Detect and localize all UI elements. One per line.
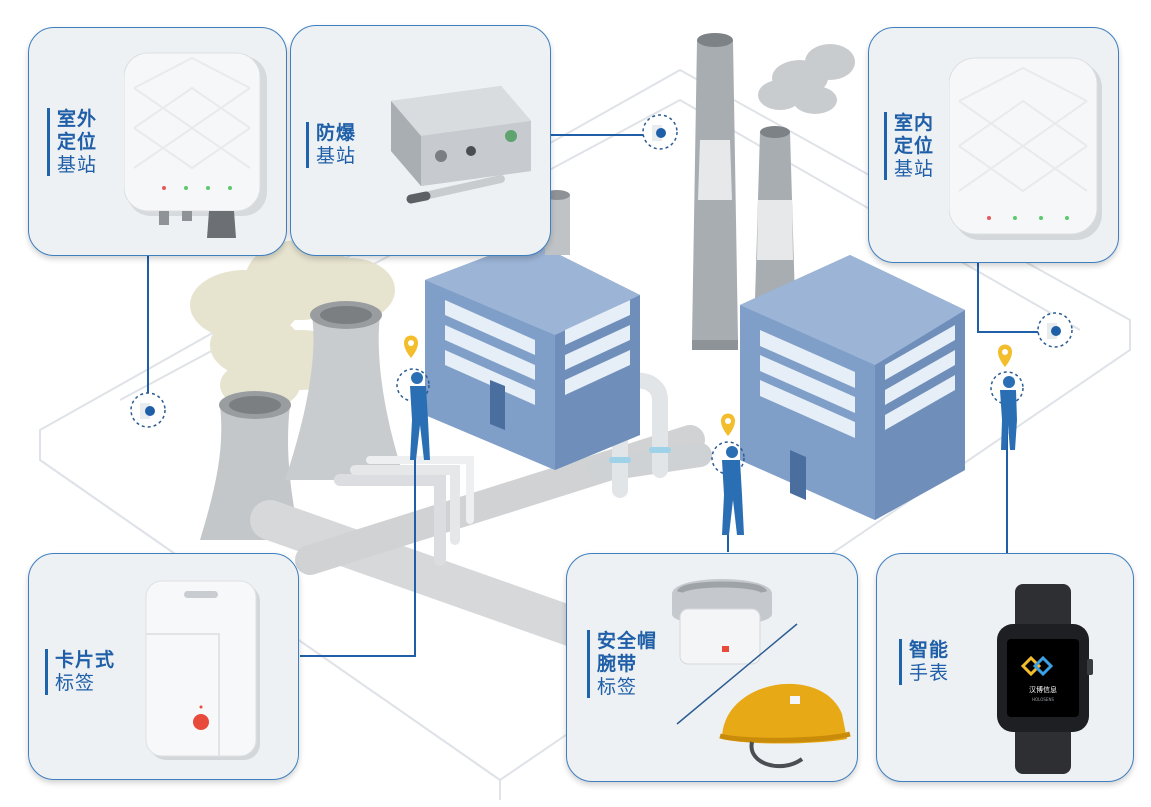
indoor-station-device-image [949,57,1102,240]
chimney-short [755,126,795,300]
station-marker-outdoor [130,392,166,428]
connector-lines [147,134,1043,657]
label-bold-line-2: 定位 [57,130,98,153]
wristband-and-helmet-image [672,579,851,769]
label-bold-line-1: 室外 [57,108,98,130]
card-smart-watch: 智能 手表 汉博信息 HOLOSENS [876,553,1134,782]
card-label: 智能 手表 [899,639,949,685]
label-bold-line-1: 卡片式 [55,649,116,671]
worker-1 [396,335,430,460]
explosion-proof-device-image [391,86,531,204]
label-bold-line-1: 室内 [894,112,935,134]
card-label: 室外 定位 基站 [47,108,98,177]
card-label: 安全帽 腕带 标签 [587,630,658,699]
card-label: 卡片式 标签 [45,649,115,695]
label-bold-line-2: 定位 [894,134,935,157]
label-normal-line: 基站 [57,153,98,176]
label-normal-line: 基站 [316,144,357,167]
watch-screen-text-1: 汉博信息 [1029,685,1057,694]
label-normal-line: 基站 [894,157,935,180]
card-outdoor-station: 室外 定位 基站 [28,27,287,256]
card-label: 防爆 基站 [306,122,356,168]
watch-screen-text-2: HOLOSENS [1032,697,1054,702]
building-right [740,255,965,520]
label-bold-line-1: 智能 [909,639,950,661]
card-helmet-wristband-tag: 安全帽 腕带 标签 [566,553,858,782]
card-card-tag: 卡片式 标签 [28,553,299,780]
smoke-cloud-right [758,44,855,114]
smart-watch-device-image: 汉博信息 HOLOSENS [997,584,1093,774]
building-left [425,190,640,470]
label-normal-line: 标签 [597,675,638,698]
label-bold-line-2: 腕带 [597,652,638,675]
outdoor-station-device-image [124,52,267,238]
worker-3 [990,344,1024,450]
label-bold-line-1: 防爆 [316,122,357,144]
label-normal-line: 手表 [909,661,950,684]
label-bold-line-1: 安全帽 [597,630,658,652]
worker-2 [711,413,745,535]
card-label: 室内 定位 基站 [884,112,935,181]
station-marker-explosion-proof [642,114,678,150]
card-indoor-station: 室内 定位 基站 [868,27,1119,263]
station-marker-indoor [1037,312,1073,348]
card-tag-device-image [145,580,260,760]
chimney-tall [692,33,738,350]
label-normal-line: 标签 [55,671,96,694]
card-explosion-proof-station: 防爆 基站 [290,25,551,256]
